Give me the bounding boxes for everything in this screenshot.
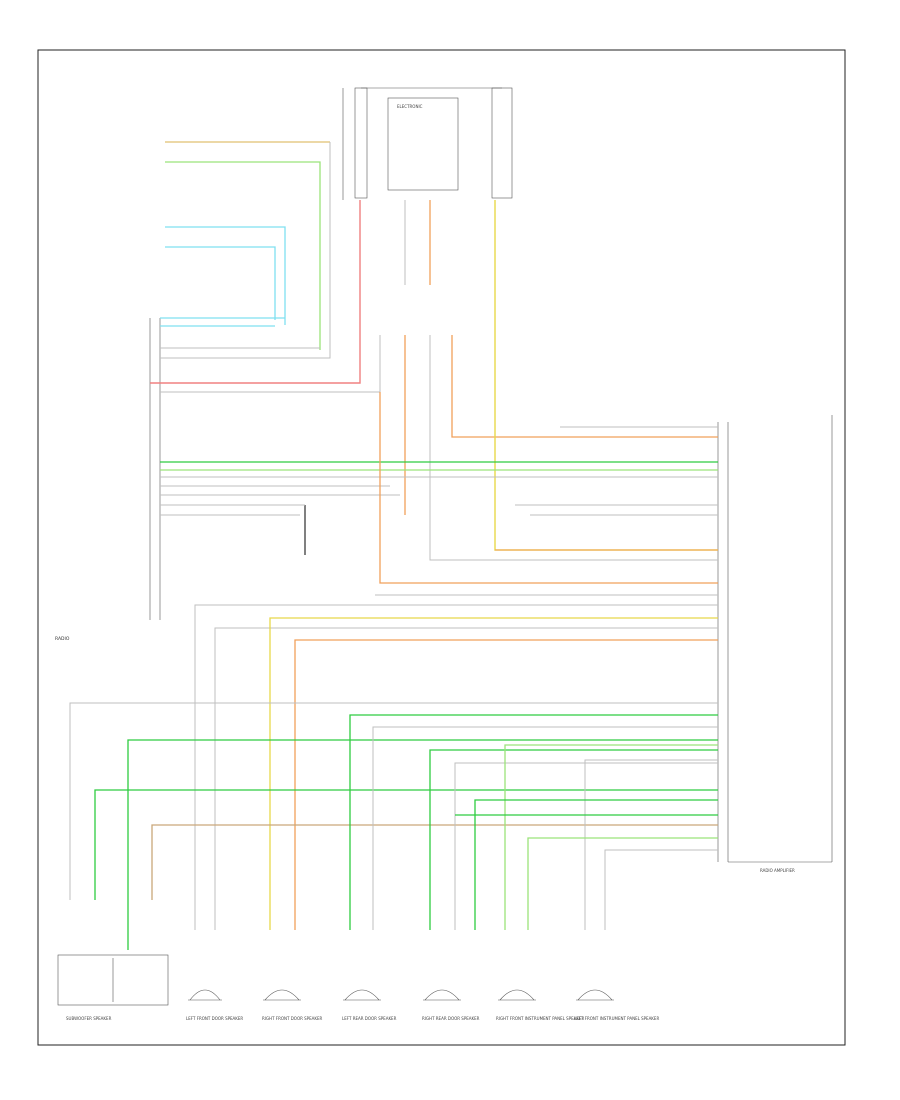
wire-orange-2: [379, 392, 718, 584]
speaker-label-rr-door: RIGHT REAR DOOR SPEAKER: [422, 1016, 480, 1021]
wire-gray-panel-1: [584, 759, 718, 930]
wire-cyan-2: [165, 246, 276, 320]
speaker-woofer: SUBWOOFER SPEAKER: [57, 954, 169, 1021]
wire-gray-v3: [429, 335, 718, 561]
wire-green-woofer-1: [127, 739, 718, 950]
wire-lightgreen-panel-1: [504, 744, 718, 930]
wire-gray-2: [160, 142, 331, 359]
speaker-cone: [344, 989, 380, 1001]
component-box-right: [491, 87, 513, 199]
wire-green-top: [165, 161, 321, 350]
speaker-lf-panel: LEFT FRONT INSTRUMENT PANEL SPEAKER: [574, 989, 659, 1021]
wire-orange-long: [294, 639, 718, 930]
wire-gray-long-1: [194, 604, 718, 930]
amplifier-module-label: RADIO AMPLIFIER: [760, 868, 795, 873]
wire-tan-woofer: [151, 824, 718, 900]
wire-gray-rr: [454, 762, 718, 930]
wire-yellow-long: [269, 617, 718, 930]
speaker-rf-panel: RIGHT FRONT INSTRUMENT PANEL SPEAKER: [496, 989, 585, 1021]
speaker-label-rf-panel: RIGHT FRONT INSTRUMENT PANEL SPEAKER: [496, 1016, 585, 1021]
component-label-electronic: ELECTRONIC: [397, 104, 423, 109]
wire-gray-panel-5: [604, 849, 718, 930]
component-box-electronic: [387, 97, 459, 191]
speakers: SUBWOOFER SPEAKER LEFT FRONT DOOR SPEAKE…: [57, 954, 659, 1021]
speaker-cone: [189, 989, 221, 1001]
wire-yellow-main: [494, 200, 718, 551]
wire-green-panel-2: [474, 799, 718, 930]
speaker-label-woofer: SUBWOOFER SPEAKER: [66, 1016, 112, 1021]
speaker-cone: [577, 989, 613, 1001]
wire-orange-v3: [451, 335, 718, 438]
speaker-cone: [264, 989, 300, 1001]
wires: [69, 141, 718, 950]
speaker-label-lf-door: LEFT FRONT DOOR SPEAKER: [186, 1016, 243, 1021]
speaker-cone: [424, 989, 460, 1001]
wire-gray-woofer: [69, 702, 718, 900]
speaker-rf-door: RIGHT FRONT DOOR SPEAKER: [262, 989, 323, 1021]
speaker-label-lr-door: LEFT REAR DOOR SPEAKER: [342, 1016, 397, 1021]
speaker-rr-door: RIGHT REAR DOOR SPEAKER: [422, 989, 480, 1021]
speaker-cone: [499, 989, 535, 1001]
wire-red-power: [150, 200, 361, 384]
diagram-frame: [37, 49, 846, 1046]
speaker-lr-door: LEFT REAR DOOR SPEAKER: [342, 989, 397, 1021]
wire-gray-long-2: [214, 627, 718, 930]
wire-green-woofer-2: [94, 789, 718, 900]
amplifier-module: RADIO AMPLIFIER: [717, 415, 833, 873]
radio-module: RADIO: [55, 318, 161, 642]
component-box-left: [354, 87, 368, 199]
wire-lightgreen-panel-4: [527, 837, 718, 930]
wire-green-lr: [349, 714, 718, 930]
speaker-label-rf-door: RIGHT FRONT DOOR SPEAKER: [262, 1016, 323, 1021]
woofer-box: [57, 954, 169, 1006]
wire-cyan-1: [165, 226, 286, 325]
radio-module-label: RADIO: [55, 636, 70, 642]
speaker-lf-door: LEFT FRONT DOOR SPEAKER: [186, 989, 243, 1021]
speaker-label-lf-panel: LEFT FRONT INSTRUMENT PANEL SPEAKER: [574, 1016, 659, 1021]
wire-green-rr: [429, 749, 718, 930]
wire-gray-lr: [372, 726, 718, 930]
top-components: ELECTRONIC: [342, 87, 513, 200]
